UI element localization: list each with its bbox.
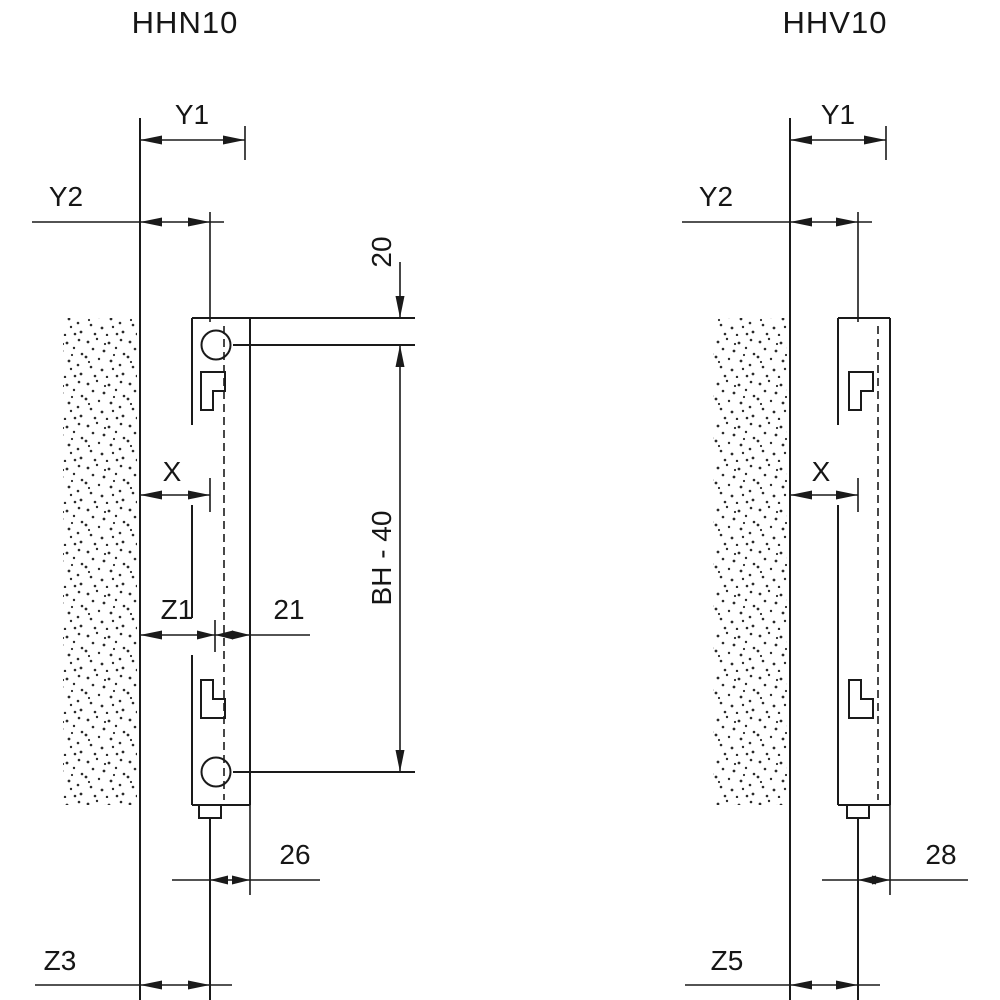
dimension-28: 28 — [822, 805, 968, 895]
bracket-top-right — [848, 371, 874, 411]
diagram-hhv10: HHV10 Y1 Y2 — [682, 5, 968, 1000]
bracket-bottom-right — [848, 679, 874, 719]
radiator-profile-right — [837, 317, 891, 1000]
wall-texture-right — [713, 318, 787, 805]
radiator-profile-left — [191, 317, 415, 1000]
dimension-x-right: X — [790, 456, 859, 512]
diagram-title-left: HHN10 — [132, 5, 239, 40]
dimension-y1-right: Y1 — [790, 99, 887, 160]
label-21: 21 — [273, 594, 304, 625]
dimension-26: 26 — [172, 805, 320, 895]
foot-left — [198, 804, 222, 819]
label-bh40: BH - 40 — [366, 511, 397, 606]
dimension-y2-left: Y2 — [32, 181, 224, 322]
wall-texture-left — [63, 318, 137, 805]
bracket-top-left — [200, 371, 226, 411]
label-z1: Z1 — [161, 594, 194, 625]
label-z5: Z5 — [711, 945, 744, 976]
diagram-title-right: HHV10 — [783, 5, 888, 40]
dimension-bh40: BH - 40 — [366, 345, 405, 772]
diagram-hhn10: HHN10 Y1 — [32, 5, 415, 1000]
label-y2-left: Y2 — [49, 181, 83, 212]
label-x-right: X — [812, 456, 831, 487]
bracket-bottom-left — [200, 679, 226, 719]
label-26: 26 — [279, 839, 310, 870]
label-z3: Z3 — [44, 945, 77, 976]
label-20: 20 — [366, 236, 397, 267]
label-y1-right: Y1 — [821, 99, 855, 130]
label-28: 28 — [925, 839, 956, 870]
label-y2-right: Y2 — [699, 181, 733, 212]
dimension-z5: Z5 — [685, 945, 880, 990]
label-y1-left: Y1 — [175, 99, 209, 130]
pipe-connection-top — [200, 329, 232, 361]
dimension-y1-left: Y1 — [140, 99, 246, 160]
dimension-z3: Z3 — [35, 945, 232, 990]
dimension-x-left: X — [140, 456, 211, 512]
dimension-y2-right: Y2 — [682, 181, 872, 322]
foot-right — [846, 804, 870, 819]
dimension-20: 20 — [366, 236, 405, 367]
pipe-connection-bottom — [200, 756, 232, 788]
label-x-left: X — [163, 456, 182, 487]
dimension-z1-21: Z1 21 — [140, 594, 310, 652]
